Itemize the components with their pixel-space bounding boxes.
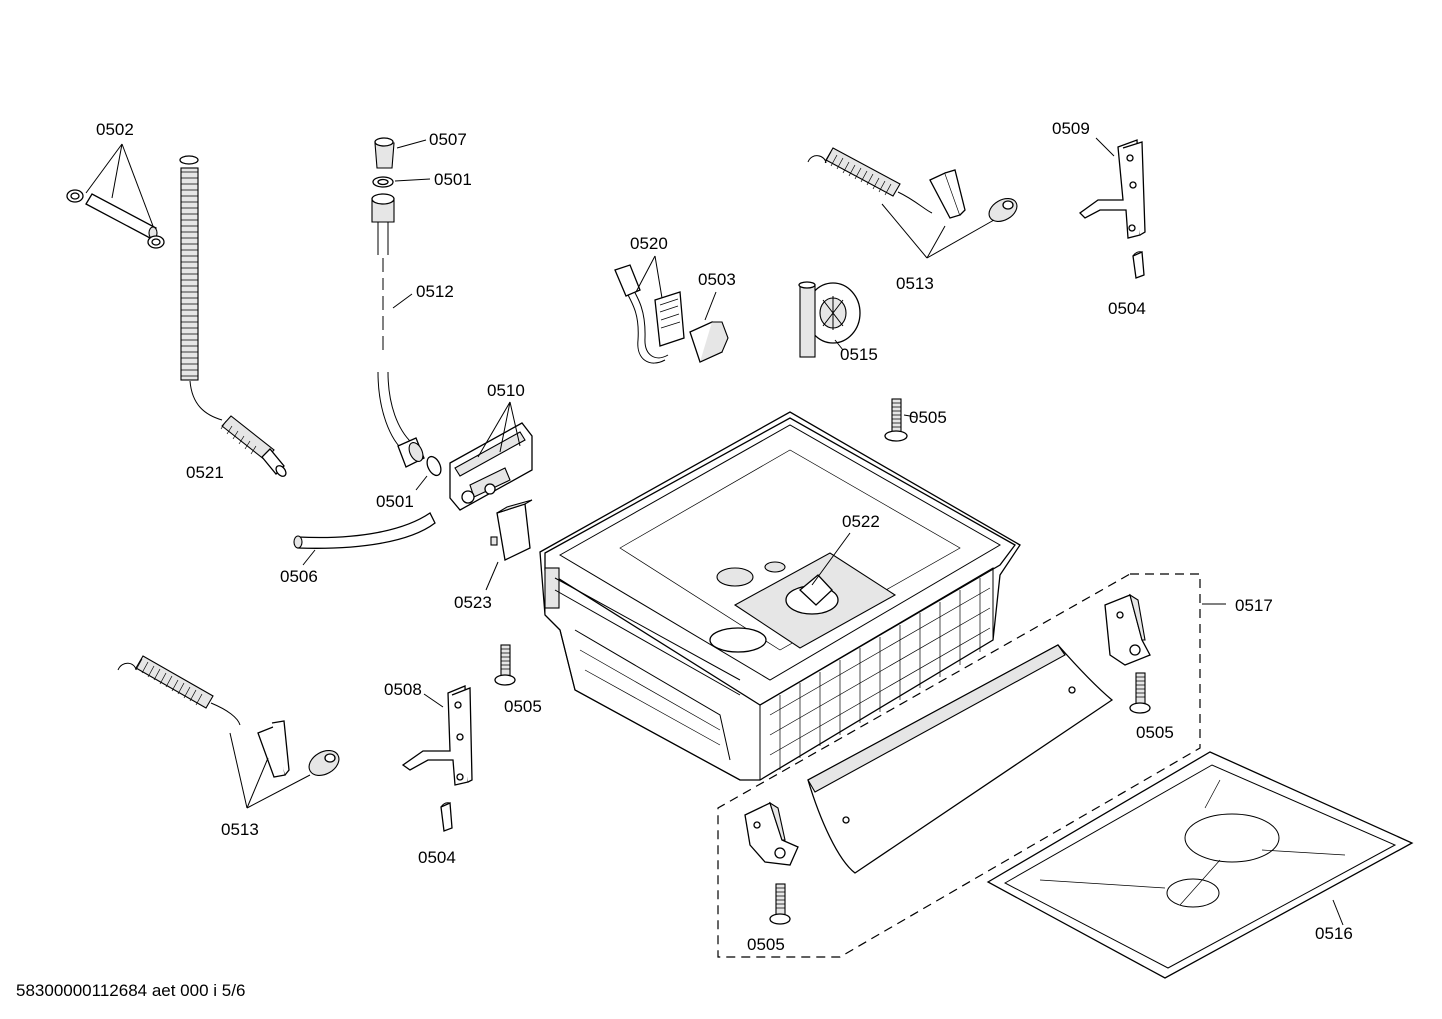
label-0513-top: 0513 [896,274,934,293]
part-0513-spring-top [807,147,1018,259]
part-0505-screw-mid [494,644,516,686]
label-0517: 0517 [1235,596,1273,615]
label-0515: 0515 [840,345,878,364]
part-0520-cable [614,255,685,364]
label-0516: 0516 [1315,924,1353,943]
part-0501-washer-top [372,176,431,188]
part-0506-pipe [293,512,436,566]
part-0512-inlet-hose [371,193,425,468]
label-0507: 0507 [429,130,467,149]
part-0504-clip-top [1132,251,1145,279]
label-0505-bottom: 0505 [747,935,785,954]
part-0507-cap [374,137,427,169]
part-0505-screw-top [884,398,917,442]
document-id: 58300000112684 aet 000 i 5/6 [16,981,246,1000]
label-0504-top: 0504 [1108,299,1146,318]
group-0517-boundary [717,573,1201,958]
panel-bracket-right [1104,593,1151,666]
part-0509-hinge [1079,137,1146,239]
leader-0522 [811,532,851,586]
part-0521-hose-end [220,415,287,477]
part-0523-box [485,499,533,591]
kick-panel [807,644,1114,874]
part-0505-screw-bottom [769,883,791,925]
part-0513-spring-bottom [117,655,340,809]
part-0501-washer-mid [415,455,442,491]
label-0512: 0512 [416,282,454,301]
label-0501-top: 0501 [434,170,472,189]
base-tub-assembly [539,411,1021,781]
part-0505-screw-right [1129,672,1151,714]
label-0521: 0521 [186,463,224,482]
label-0503: 0503 [698,270,736,289]
label-0501-mid: 0501 [376,492,414,511]
corrugated-drain-hose [179,155,223,421]
part-0504-clip-bottom [440,802,453,832]
part-0502-clamp-pipe [66,143,165,249]
part-0508-hinge [401,685,473,786]
label-0504-bottom: 0504 [418,848,456,867]
part-0515-pump [798,281,861,358]
label-0506: 0506 [280,567,318,586]
part-0516-base-plate [986,751,1414,979]
panel-bracket-left [744,801,799,866]
label-0510: 0510 [487,381,525,400]
label-0505-top: 0505 [909,408,947,427]
label-0509: 0509 [1052,119,1090,138]
label-0513-bottom: 0513 [221,820,259,839]
label-0523: 0523 [454,593,492,612]
label-0505-mid: 0505 [504,697,542,716]
part-0510-valve-block [449,401,533,511]
label-0522: 0522 [842,512,880,531]
label-0520: 0520 [630,234,668,253]
label-0505-right: 0505 [1136,723,1174,742]
part-0503-connector [689,291,729,363]
label-0508: 0508 [384,680,422,699]
label-0502: 0502 [96,120,134,139]
